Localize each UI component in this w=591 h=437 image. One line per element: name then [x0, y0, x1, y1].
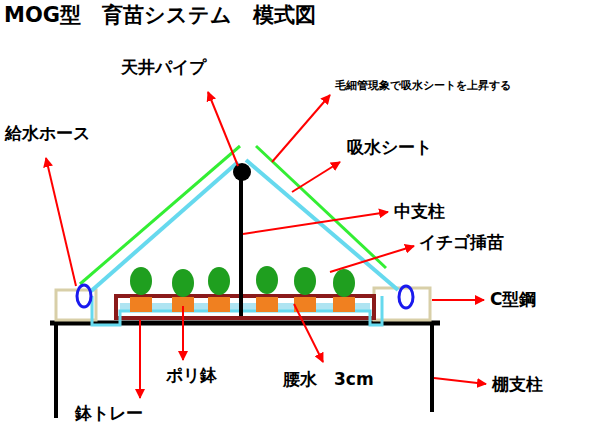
pot-tray: [116, 296, 374, 318]
diagram-title: MOG型 育苗システム 模式図: [4, 4, 316, 27]
sheet-bottom: [92, 296, 382, 325]
center-pole: [239, 175, 243, 316]
sheet-cover: [256, 146, 386, 268]
part-label: ポリ鉢: [165, 366, 218, 385]
part-label: 腰水 3cm: [282, 370, 375, 389]
part-label: 鉢トレー: [74, 404, 144, 423]
shelf-leg: [430, 322, 434, 412]
part-label: 給水ホース: [4, 124, 91, 143]
part-label: 毛細管現象で吸水シートを上昇する: [334, 80, 512, 92]
water-hose: [399, 286, 413, 308]
shelf-leg: [54, 322, 58, 418]
part-label: 中支柱: [393, 202, 446, 221]
part-label: 天井パイプ: [120, 58, 207, 77]
seedlings: [130, 266, 355, 312]
part-label: イチゴ挿苗: [418, 233, 505, 252]
water-hose: [77, 285, 91, 307]
part-label: C型鋼: [489, 290, 537, 309]
ceiling-pipe: [233, 163, 251, 181]
part-label: 棚支柱: [491, 375, 544, 394]
part-label: 吸水シート: [346, 138, 433, 157]
sheet-cover: [80, 146, 240, 284]
